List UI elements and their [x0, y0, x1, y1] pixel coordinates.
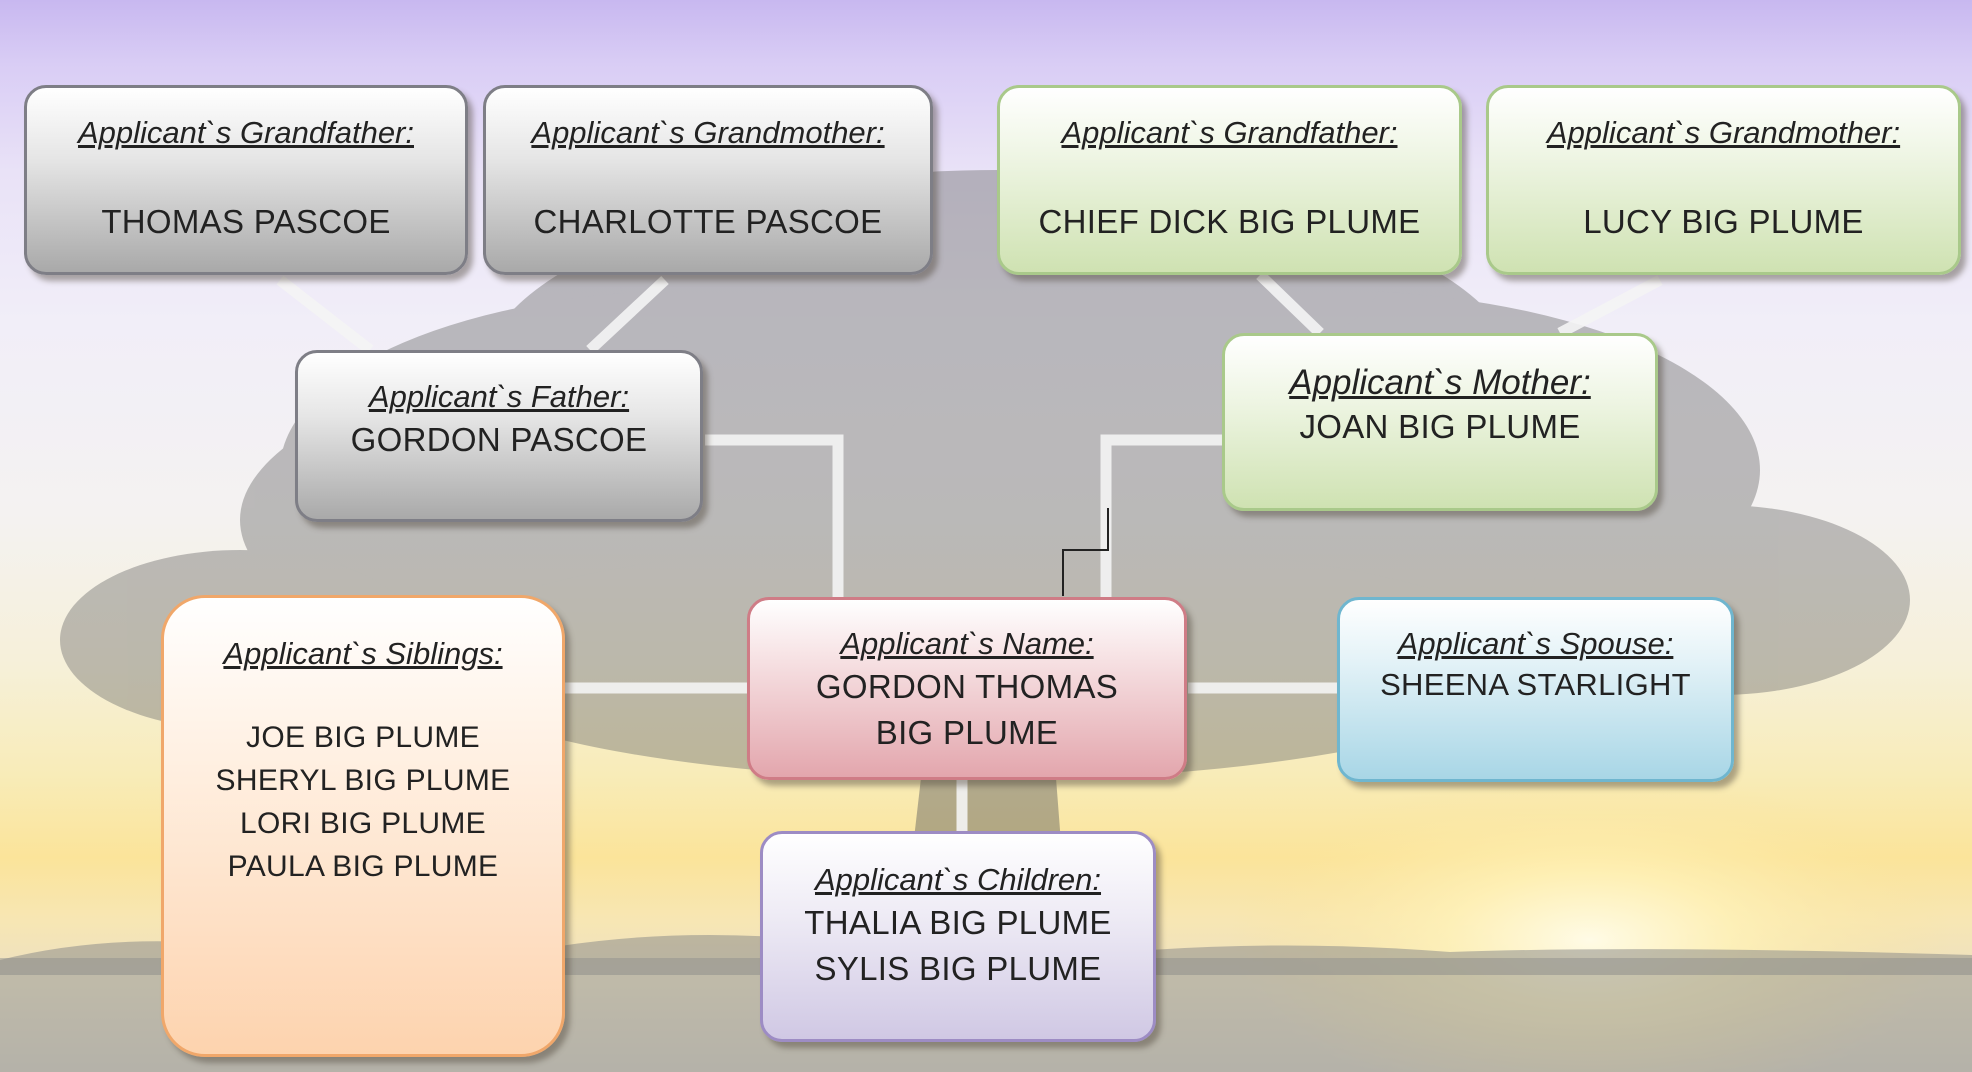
maternal-grandmother-box: Applicant`s Grandmother: LUCY BIG PLUME	[1486, 85, 1961, 275]
connector-maternal-grandmother	[1557, 275, 1663, 338]
siblings-list: JOE BIG PLUME SHERYL BIG PLUME LORI BIG …	[164, 716, 562, 888]
paternal-grandfather-label: Applicant`s Grandfather:	[77, 115, 414, 150]
child-name: SYLIS BIG PLUME	[814, 950, 1102, 987]
maternal-grandfather-name: CHIEF DICK BIG PLUME	[1038, 203, 1421, 240]
sibling-name: LORI BIG PLUME	[240, 807, 486, 840]
connector-paternal-grandmother	[586, 275, 669, 355]
applicant-box: Applicant`s Name: GORDON THOMAS BIG PLUM…	[747, 597, 1187, 780]
siblings-label: Applicant`s Siblings:	[223, 636, 503, 671]
sibling-name: JOE BIG PLUME	[246, 721, 480, 754]
connector-father-applicant	[705, 434, 844, 598]
sibling-name: SHERYL BIG PLUME	[215, 764, 511, 797]
maternal-grandfather-box: Applicant`s Grandfather: CHIEF DICK BIG …	[997, 85, 1462, 275]
children-label: Applicant`s Children:	[814, 862, 1102, 897]
paternal-grandmother-label: Applicant`s Grandmother:	[531, 115, 885, 150]
paternal-grandmother-box: Applicant`s Grandmother: CHARLOTTE PASCO…	[483, 85, 933, 275]
paternal-grandmother-name: CHARLOTTE PASCOE	[533, 203, 883, 240]
paternal-grandfather-name: THOMAS PASCOE	[101, 203, 391, 240]
applicant-name-line-1: GORDON THOMAS	[815, 668, 1119, 705]
maternal-grandmother-label: Applicant`s Grandmother:	[1546, 115, 1901, 150]
maternal-grandfather-label: Applicant`s Grandfather:	[1061, 115, 1398, 150]
connector-paternal-grandfather	[276, 275, 374, 355]
paternal-grandfather-box: Applicant`s Grandfather: THOMAS PASCOE	[24, 85, 468, 275]
siblings-box: Applicant`s Siblings: JOE BIG PLUME SHER…	[161, 595, 565, 1057]
maternal-grandmother-name: LUCY BIG PLUME	[1583, 203, 1864, 240]
father-label: Applicant`s Father:	[368, 379, 630, 414]
children-box: Applicant`s Children: THALIA BIG PLUME S…	[760, 831, 1156, 1042]
father-box: Applicant`s Father: GORDON PASCOE	[295, 350, 703, 522]
child-name: THALIA BIG PLUME	[804, 904, 1112, 941]
connector-detail-line	[1062, 508, 1109, 596]
spouse-box: Applicant`s Spouse: SHEENA STARLIGHT	[1337, 597, 1734, 782]
applicant-name-line-2: BIG PLUME	[875, 714, 1059, 751]
spouse-name: SHEENA STARLIGHT	[1380, 667, 1691, 702]
connector-maternal-grandfather	[1256, 271, 1324, 337]
spouse-label: Applicant`s Spouse:	[1397, 626, 1674, 661]
applicant-label: Applicant`s Name:	[840, 626, 1094, 661]
connector-mother-applicant	[1100, 434, 1222, 598]
sibling-name: PAULA BIG PLUME	[227, 850, 499, 883]
mother-name: JOAN BIG PLUME	[1299, 408, 1581, 445]
mother-box: Applicant`s Mother: JOAN BIG PLUME	[1222, 333, 1658, 511]
father-name: GORDON PASCOE	[350, 421, 648, 458]
mother-label: Applicant`s Mother:	[1289, 363, 1591, 402]
